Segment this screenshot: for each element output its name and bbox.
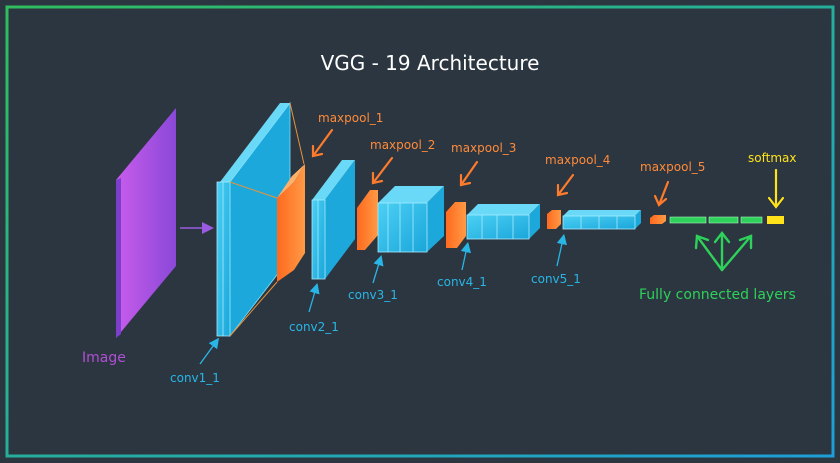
maxpool4-block	[547, 210, 561, 229]
fc-layers	[669, 216, 763, 224]
maxpool5-block	[650, 215, 666, 224]
image-label: Image	[82, 350, 126, 366]
conv3-arrow	[372, 255, 384, 284]
fc-layer-2	[708, 216, 739, 224]
softmax-block	[767, 216, 784, 224]
conv3-label: conv3_1	[348, 288, 398, 302]
fc-arrows	[694, 231, 753, 272]
maxpool2-block	[357, 190, 378, 250]
connector-line	[289, 102, 305, 165]
maxpool1-label: maxpool_1	[318, 111, 383, 125]
diagram-title: VGG - 19 Architecture	[321, 51, 540, 75]
connector-line	[229, 181, 278, 199]
conv1-arrow	[199, 337, 220, 365]
conv5-arrow	[556, 233, 567, 267]
fc-layer-3	[740, 216, 763, 224]
conv4-block	[466, 204, 540, 240]
conv1-block	[216, 101, 291, 338]
conv2-label: conv2_1	[289, 320, 339, 334]
maxpool4-arrow	[556, 173, 575, 197]
softmax-label: softmax	[748, 151, 796, 165]
maxpool2-arrow	[371, 156, 394, 185]
frame-border	[5, 5, 835, 458]
fc-layer-1	[669, 216, 707, 224]
maxpool1-block	[277, 164, 305, 282]
conv1-label: conv1_1	[170, 371, 220, 385]
conv5-block	[562, 210, 641, 230]
conv4-arrow	[460, 241, 471, 271]
conv4-label: conv4_1	[437, 275, 487, 289]
conv3-block	[377, 186, 444, 253]
maxpool5-label: maxpool_5	[640, 160, 705, 174]
maxpool3-block	[446, 202, 466, 248]
maxpool2-label: maxpool_2	[370, 138, 435, 152]
input-image	[116, 108, 176, 338]
fc-label: Fully connected layers	[639, 287, 796, 303]
connector-line	[229, 281, 278, 337]
conv5-label: conv5_1	[531, 272, 581, 286]
maxpool4-label: maxpool_4	[545, 153, 610, 167]
maxpool1-arrow	[311, 128, 334, 158]
maxpool5-arrow	[653, 180, 670, 207]
maxpool3-label: maxpool_3	[451, 141, 516, 155]
conv2-block	[311, 160, 355, 280]
softmax-arrow	[767, 168, 785, 209]
conv2-arrow	[308, 283, 320, 313]
maxpool3-arrow	[459, 160, 479, 187]
